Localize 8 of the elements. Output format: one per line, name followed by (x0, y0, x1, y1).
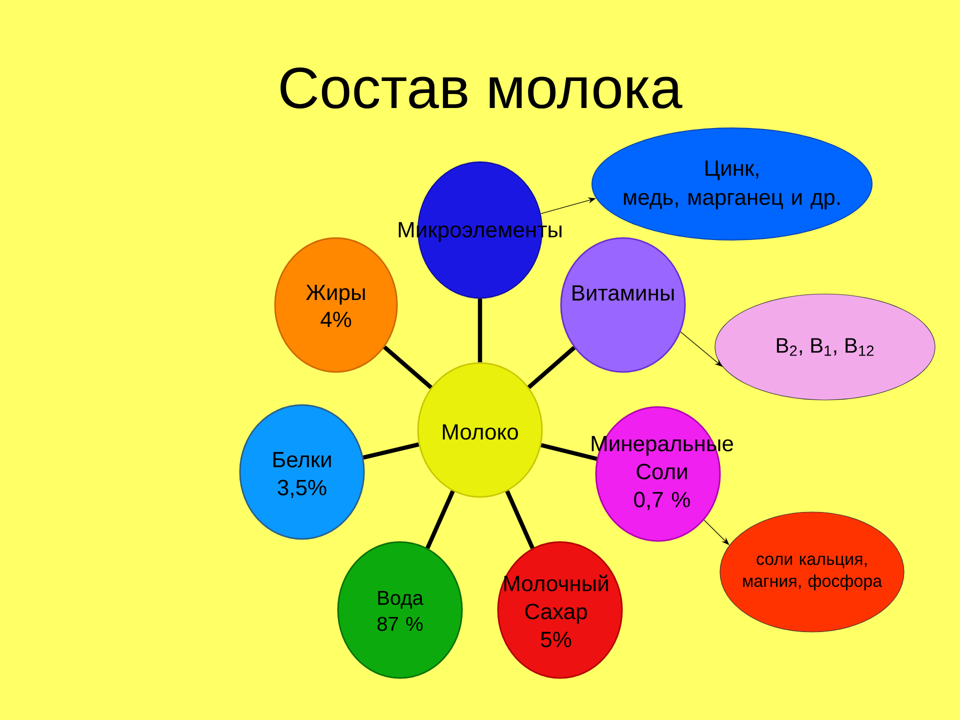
connector-line (540, 443, 598, 461)
connector-line (426, 490, 455, 550)
connector-line (383, 345, 432, 390)
title: Состав молока (280, 67, 682, 109)
connector-line (527, 346, 576, 389)
connector-line (505, 490, 534, 550)
connector-line (478, 298, 482, 362)
connector-line (362, 442, 420, 460)
